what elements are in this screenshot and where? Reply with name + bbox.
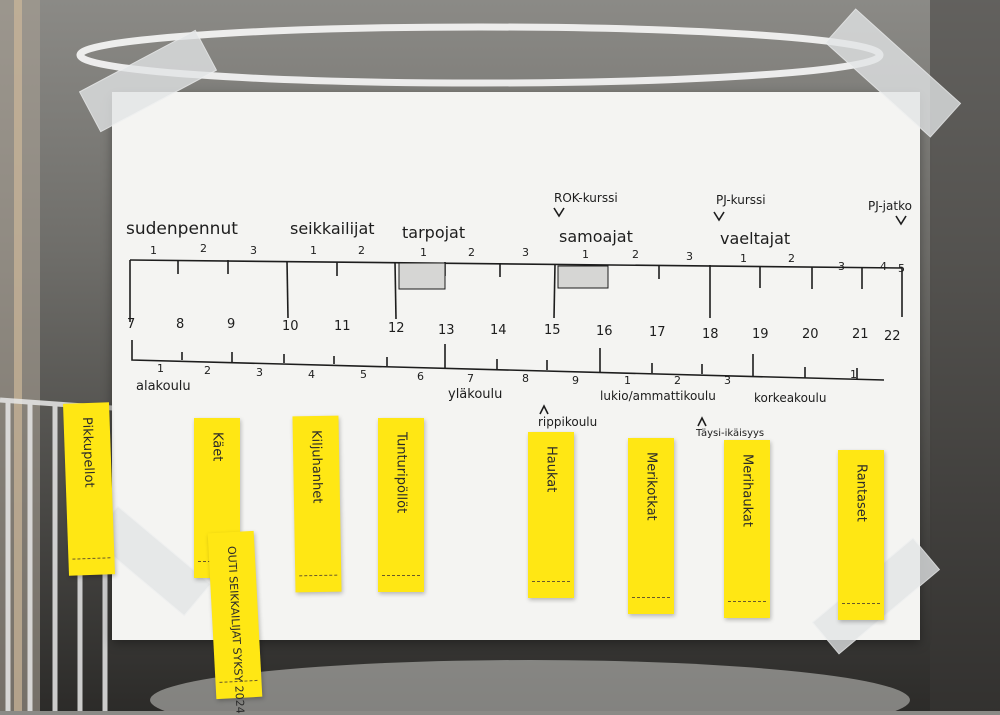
note-dash: [632, 597, 670, 598]
course-label: PJ-jatko: [868, 199, 912, 213]
school-tick-label: 2: [674, 374, 681, 387]
age-label: 10: [282, 319, 299, 334]
note-label: Tunturipöllöt: [393, 432, 409, 514]
school-tick-label: 2: [204, 364, 211, 377]
sticky-note: OUTI SEIKKAILIJAT SYKSY 2024: [207, 530, 263, 714]
school-tick-label: 7: [467, 372, 474, 385]
school-tick-label: 6: [417, 370, 424, 383]
note-dash: [72, 557, 111, 560]
tick-label: 1: [740, 252, 747, 265]
stage-label: tarpojat: [402, 223, 465, 242]
age-label: 11: [334, 319, 351, 334]
sticky-note: Merihaukat: [724, 440, 770, 618]
sticky-note: Merikotkat: [628, 438, 674, 614]
school-tick-label: 3: [724, 374, 731, 387]
tick-label: 1: [582, 248, 589, 261]
school-label: alakoulu: [136, 379, 191, 394]
age-label: 17: [649, 325, 666, 340]
tick-label: 2: [468, 246, 475, 259]
event-label: rippikoulu: [538, 415, 597, 429]
tick-label: 5: [898, 262, 905, 275]
age-label: 8: [176, 317, 184, 332]
timeline-labels: sudenpennut seikkailijat tarpojat samoaj…: [126, 191, 912, 439]
school-label: yläkoulu: [448, 387, 502, 402]
tick-label: 2: [200, 242, 207, 255]
age-label: 21: [852, 327, 869, 342]
course-label: ROK-kurssi: [554, 191, 618, 205]
school-tick-label: 1: [624, 374, 631, 387]
school-tick-label: 4: [308, 368, 315, 381]
age-label: 18: [702, 327, 719, 342]
school-tick-label: 8: [522, 372, 529, 385]
tick-label: 4: [880, 260, 887, 273]
tick-label: 3: [522, 246, 529, 259]
age-label: 22: [884, 329, 901, 344]
stage-label: seikkailijat: [290, 219, 375, 238]
event-label: Täysi-ikäisyys: [695, 428, 764, 439]
school-tick-label: 1: [850, 368, 857, 381]
tick-label: 3: [838, 260, 845, 273]
tick-label: 1: [150, 244, 157, 257]
tick-label: 2: [632, 248, 639, 261]
sticky-note: Tunturipöllöt: [378, 418, 424, 592]
course-label: PJ-kurssi: [716, 193, 766, 207]
sticky-note: Kiljuhanhet: [292, 415, 342, 593]
note-dash: [382, 575, 420, 576]
sticky-note: Rantaset: [838, 450, 884, 620]
school-label: korkeakoulu: [754, 391, 826, 405]
age-label: 19: [752, 327, 769, 342]
tick-label: 2: [788, 252, 795, 265]
note-label: Haukat: [543, 446, 559, 493]
tick-label: 3: [250, 244, 257, 257]
timeline-drawing: [129, 207, 907, 427]
tick-label: 1: [310, 244, 317, 257]
age-label: 7: [127, 317, 135, 332]
tick-label: 1: [420, 246, 427, 259]
note-label: Käet: [209, 432, 225, 462]
note-dash: [299, 574, 338, 577]
note-label: OUTI SEIKKAILIJAT SYKSY 2024: [224, 545, 247, 714]
note-label: Merikotkat: [643, 452, 659, 521]
school-tick-label: 9: [572, 374, 579, 387]
tick-label: 3: [686, 250, 693, 263]
age-label: 20: [802, 327, 819, 342]
age-label: 13: [438, 323, 455, 338]
stage-label: vaeltajat: [720, 229, 790, 248]
note-dash: [842, 603, 880, 604]
sticky-note: Haukat: [528, 432, 574, 598]
age-label: 14: [490, 323, 507, 338]
stage-label: samoajat: [559, 227, 633, 246]
age-label: 12: [388, 321, 405, 336]
school-tick-label: 3: [256, 366, 263, 379]
age-label: 15: [544, 323, 561, 338]
school-tick-label: 1: [157, 362, 164, 375]
stage-label: sudenpennut: [126, 219, 238, 239]
note-dash: [532, 581, 570, 582]
age-label: 16: [596, 324, 613, 339]
note-dash: [728, 601, 766, 602]
note-label: Pikkupellot: [78, 416, 97, 488]
school-tick-label: 5: [360, 368, 367, 381]
note-label: Kiljuhanhet: [308, 429, 325, 504]
sticky-note: Pikkupellot: [63, 402, 115, 576]
tick-label: 2: [358, 244, 365, 257]
school-label: lukio/ammattikoulu: [600, 389, 716, 403]
note-label: Rantaset: [853, 464, 869, 522]
age-label: 9: [227, 317, 235, 332]
note-label: Merihaukat: [739, 454, 755, 527]
